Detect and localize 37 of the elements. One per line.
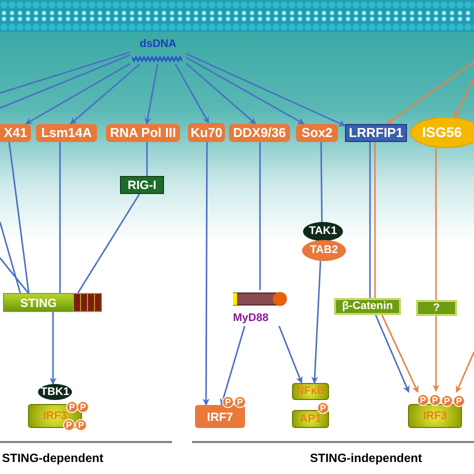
transcription-factor-box: IRF3 [408, 404, 462, 428]
transcription-factor-box: AP1 [292, 410, 329, 428]
arrow [24, 63, 130, 125]
arrow [144, 64, 158, 125]
arrow [374, 314, 410, 393]
arrow [70, 63, 140, 125]
arrow [174, 64, 210, 124]
arrow [278, 326, 303, 384]
protein-box: DDX9/36 [229, 124, 290, 142]
arrow [220, 326, 246, 406]
arrow [454, 78, 474, 118]
arrow [386, 61, 474, 125]
transcription-factor-box: IRF7 [195, 405, 245, 428]
arrow [381, 314, 419, 393]
protein-box: β-Catenin [334, 298, 401, 315]
arrow [311, 260, 322, 384]
arrow [186, 56, 305, 125]
myd88-receptor: MyD88 [233, 290, 289, 326]
arrow [186, 53, 346, 126]
protein-box: RNA Pol III [106, 124, 180, 142]
arrow [432, 316, 440, 392]
protein-box: Sox2 [296, 124, 338, 142]
sting-bar: STING [3, 293, 102, 312]
protein-box: RIG-I [120, 176, 164, 194]
protein-box: ? [416, 300, 457, 316]
dsdna-label: dsDNA [130, 38, 186, 64]
protein-box: Ku70 [188, 123, 225, 142]
section-label: STING-dependent [2, 450, 104, 467]
protein-box: X41 [0, 124, 31, 142]
section-label: STING-independent [310, 450, 422, 467]
transcription-factor-box: NFκB [292, 383, 329, 400]
arrow [456, 352, 474, 393]
arrow [50, 312, 56, 385]
arrow [186, 62, 256, 125]
protein-box: Lsm14A [36, 124, 97, 142]
arrow [202, 142, 210, 406]
protein-box: LRRFIP1 [345, 124, 407, 142]
